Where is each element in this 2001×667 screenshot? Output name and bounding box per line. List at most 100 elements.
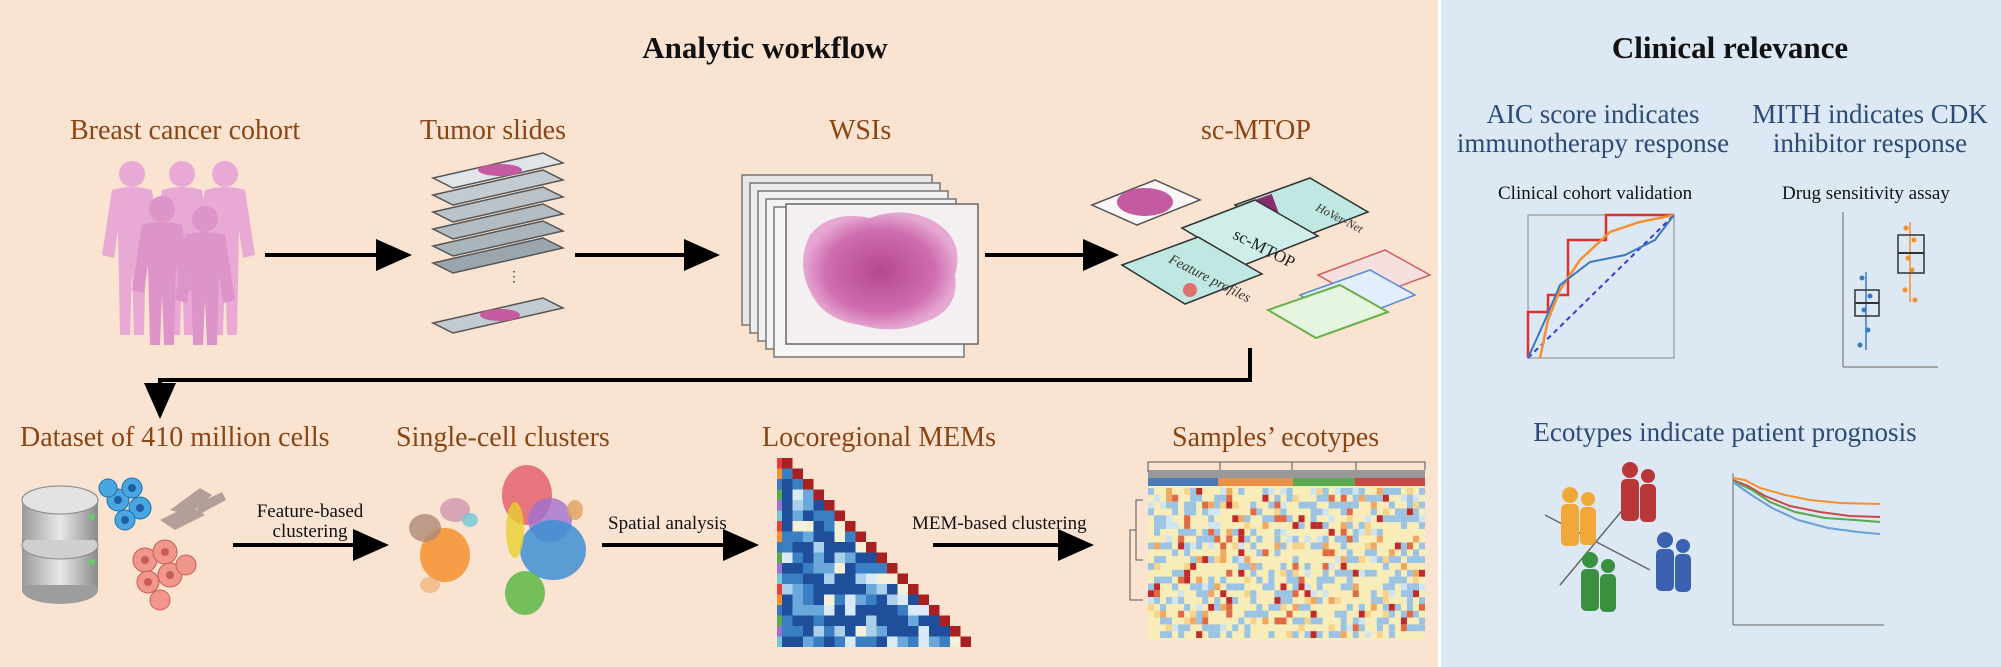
ecotype-cell	[1412, 569, 1419, 577]
ecotype-cell	[1268, 631, 1275, 638]
mem-heatmap-icon	[777, 458, 971, 647]
ecotype-cell	[1160, 522, 1167, 529]
mem-cell	[803, 552, 814, 563]
ecotype-cell	[1202, 610, 1209, 618]
ecotype-cell	[1382, 563, 1389, 570]
prognosis-label: Ecotypes indicate patient prognosis	[1533, 417, 1917, 447]
ecotype-cell	[1160, 576, 1167, 584]
mem-cell	[803, 531, 814, 542]
ecotype-cell	[1238, 549, 1245, 557]
ecotype-cell	[1238, 488, 1245, 495]
ecotype-cell	[1370, 556, 1377, 563]
ecotype-cell	[1322, 508, 1329, 516]
ecotype-cell	[1376, 631, 1383, 638]
ecotype-cell	[1292, 494, 1299, 502]
ecotype-cell	[1208, 624, 1215, 632]
ecotype-cell	[1172, 522, 1179, 529]
ecotype-cell	[1412, 508, 1419, 516]
ecotype-cell	[1298, 501, 1305, 509]
mem-side-strip	[777, 636, 782, 647]
mem-cell	[803, 615, 814, 626]
ecotype-cell	[1364, 610, 1371, 618]
ecotype-cell	[1394, 556, 1401, 563]
svg-text:⋮: ⋮	[507, 268, 521, 284]
ecotype-cell	[1244, 535, 1251, 543]
mem-cell	[845, 573, 856, 584]
ecotype-cell	[1262, 617, 1269, 625]
ecotype-cell	[1196, 556, 1203, 563]
ecotype-cell	[1304, 631, 1311, 638]
mem-cell	[813, 510, 824, 521]
mem-cell	[845, 542, 856, 553]
mem-cell	[782, 626, 793, 637]
step-feature-clustering: Feature-based clustering	[245, 502, 375, 542]
ecotype-cell	[1322, 590, 1329, 598]
ecotype-cell	[1364, 542, 1371, 550]
ecotype-cell	[1388, 590, 1395, 598]
ecotype-cell	[1400, 624, 1407, 632]
ecotype-cell	[1148, 488, 1155, 495]
mem-cell	[866, 552, 877, 563]
ecotype-cell	[1382, 603, 1389, 611]
mem-cell	[855, 605, 866, 616]
ecotype-cell	[1274, 603, 1281, 611]
ecotype-cell	[1418, 583, 1425, 591]
mem-cell	[897, 615, 908, 626]
ecotype-cell	[1364, 528, 1371, 536]
ecotype-cell	[1166, 597, 1173, 604]
ecotype-cell	[1268, 603, 1275, 611]
ecotype-cell	[1418, 488, 1425, 495]
ecotype-cell	[1280, 488, 1287, 495]
mem-cell	[950, 626, 961, 637]
mem-cell	[887, 615, 898, 626]
ecotype-cell	[1184, 603, 1191, 611]
ecotype-cell	[1376, 528, 1383, 536]
ecotype-cell	[1178, 576, 1185, 584]
ecotype-cell	[1196, 610, 1203, 618]
ecotype-cell	[1316, 488, 1323, 495]
ecotype-cell	[1214, 508, 1221, 516]
mem-cell	[834, 605, 845, 616]
mem-side-strip	[777, 615, 782, 626]
ecotype-cell	[1202, 617, 1209, 625]
mem-cell	[834, 563, 845, 574]
ecotype-cell	[1340, 494, 1347, 502]
ecotype-cell	[1220, 576, 1227, 584]
ecotype-cell	[1172, 583, 1179, 591]
ecotype-cell	[1352, 528, 1359, 536]
ecotype-cell	[1172, 597, 1179, 604]
ecotype-cell	[1322, 535, 1329, 543]
ecotype-cell	[1154, 590, 1161, 598]
ecotype-cell	[1298, 542, 1305, 550]
mith-line2: inhibitor response	[1772, 128, 1968, 158]
mem-cell	[866, 636, 877, 647]
ecotype-cell	[1184, 488, 1191, 495]
ecotype-cell	[1418, 556, 1425, 563]
ecotype-cell	[1298, 515, 1305, 523]
ecotype-cell	[1226, 610, 1233, 618]
ecotype-cell	[1328, 528, 1335, 536]
mem-cell	[813, 521, 824, 532]
ecotype-cell	[1154, 583, 1161, 591]
ecotype-cell	[1268, 569, 1275, 577]
ecotype-cell	[1364, 569, 1371, 577]
ecotype-cell	[1340, 535, 1347, 543]
mem-cell	[845, 626, 856, 637]
mem-cell	[813, 573, 824, 584]
ecotype-cell	[1412, 549, 1419, 557]
ecotype-cell	[1346, 569, 1353, 577]
mem-cell	[824, 636, 835, 647]
ecotype-cell	[1376, 515, 1383, 523]
ecotype-cell	[1334, 535, 1341, 543]
ecotype-cell	[1298, 617, 1305, 625]
ecotype-cell	[1340, 501, 1347, 509]
ecotype-cell	[1160, 617, 1167, 625]
ecotype-cell	[1406, 624, 1413, 632]
ecotype-cell	[1274, 501, 1281, 509]
ecotype-cell	[1328, 563, 1335, 570]
ecotype-cell	[1280, 597, 1287, 604]
mem-cell	[834, 510, 845, 521]
ecotype-cell	[1400, 494, 1407, 502]
mem-cell	[782, 605, 793, 616]
